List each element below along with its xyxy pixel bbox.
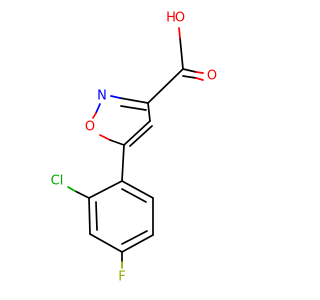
bond-c2-cl	[74, 190, 90, 199]
bond-cooh-c3	[147, 68, 184, 104]
bond-ph-c1-c2	[88, 180, 123, 199]
atom-label-h-hydroxyl: H	[166, 11, 176, 26]
bond-ph-c4-c5-double	[121, 230, 148, 245]
bond-c3-n-double	[120, 105, 147, 111]
bond-ph-c6-c1-double	[121, 188, 147, 203]
bond-ph-c4-c5	[121, 234, 154, 253]
bond-c4-c3	[147, 102, 151, 122]
atom-label-o-carbonyl: O	[207, 69, 217, 84]
bond-c-double-o-1	[182, 68, 197, 73]
bond-n-o-red	[92, 112, 97, 119]
bond-ph-c6-c1	[121, 180, 154, 199]
atom-label-n-ring: N	[97, 89, 107, 104]
bond-ph-c2-c3	[88, 197, 91, 235]
bond-c-oh-colored	[178, 27, 181, 39]
bond-c5-c4	[123, 120, 151, 146]
atom-label-cl: Cl	[51, 174, 64, 189]
bond-c3-n	[119, 97, 149, 104]
atom-label-o-ring: O	[85, 120, 95, 135]
bond-c5-phenyl	[121, 144, 125, 182]
atom-label-f: F	[118, 270, 125, 285]
bond-c-double-o-1b	[195, 71, 204, 74]
bond-c5-c4-double	[129, 125, 153, 147]
atom-label-o-hydroxyl: O	[175, 11, 185, 26]
bond-n-o-blue	[95, 103, 101, 114]
bond-c-double-o-2	[182, 75, 197, 79]
bond-c-double-o-2b	[195, 77, 204, 81]
bond-o-c5-red	[99, 134, 111, 141]
bond-ph-c3-c4	[89, 233, 123, 253]
bond-c2-cl-green	[67, 186, 76, 192]
bond-o-c5	[109, 139, 125, 146]
bond-ph-c2-c3-double	[95, 201, 98, 231]
molecule-diagram: H O O N O Cl F	[51, 11, 217, 285]
molecule-structure: H O O N O Cl F	[51, 11, 217, 285]
bond-c3-n-blue	[110, 95, 121, 99]
bond-c-oh	[179, 37, 184, 70]
